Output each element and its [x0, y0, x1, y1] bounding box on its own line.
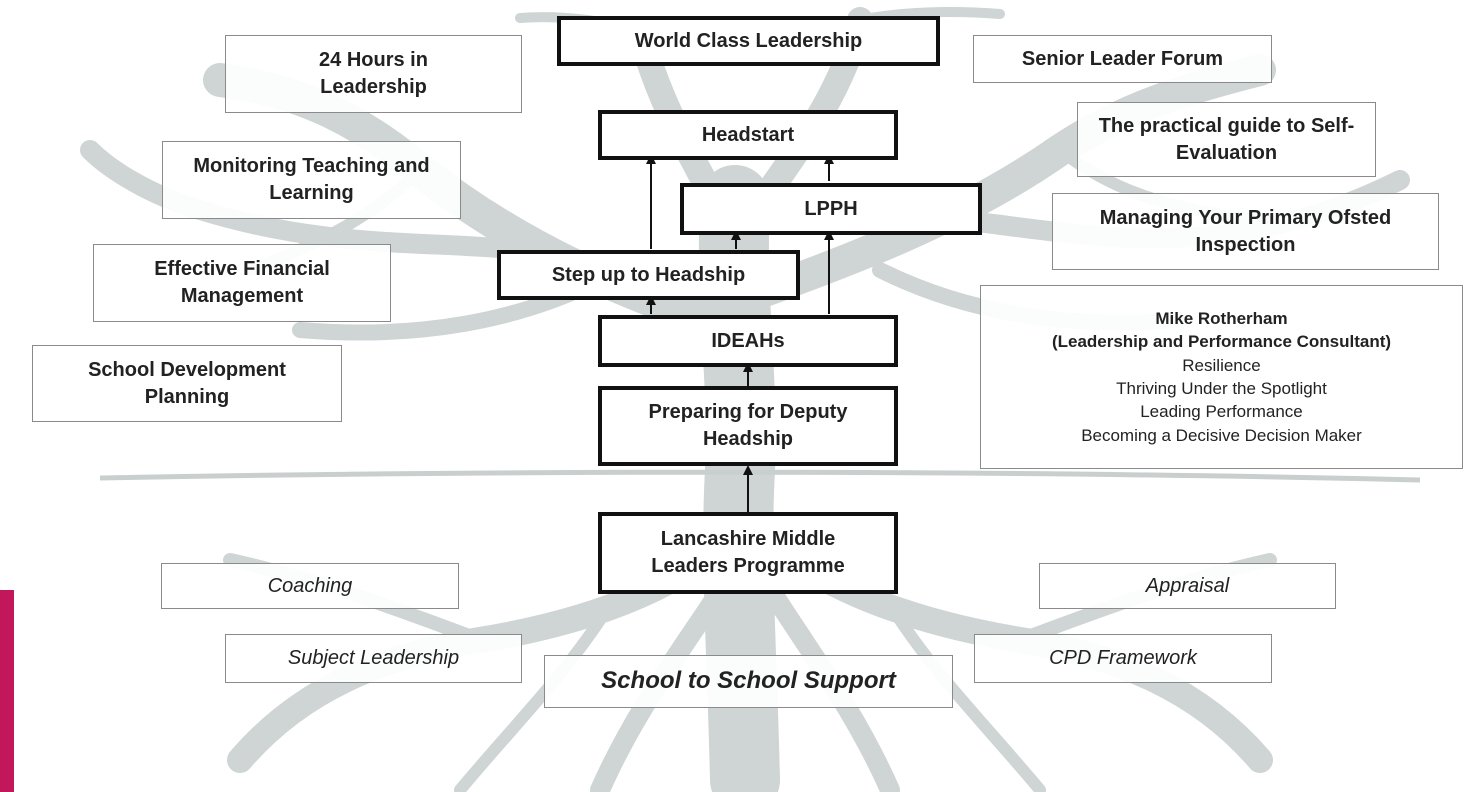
24-hours-in-leadership-label: 24 Hours in Leadership: [319, 49, 428, 98]
school-development-planning-box: School Development Planning: [32, 345, 342, 422]
step-up-to-headship-label: Step up to Headship: [551, 263, 746, 286]
monitoring-teaching-box: Monitoring Teaching and Learning: [162, 141, 461, 219]
headstart-box: Headstart: [598, 110, 898, 160]
preparing-for-deputy-headship-label: Preparing for Deputy Headship: [648, 401, 848, 450]
lpph-box: LPPH: [680, 183, 982, 235]
step-up-to-headship-box: Step up to Headship: [497, 250, 800, 300]
lancashire-middle-leaders-box: Lancashire Middle Leaders Programme: [598, 512, 898, 594]
preparing-for-deputy-headship-box: Preparing for Deputy Headship: [598, 386, 898, 466]
appraisal-label: Appraisal: [1145, 574, 1230, 597]
school-to-school-support-label: School to School Support: [601, 667, 896, 695]
coaching-box: Coaching: [161, 563, 459, 609]
senior-leader-forum-box: Senior Leader Forum: [973, 35, 1272, 83]
headstart-label: Headstart: [701, 123, 795, 146]
subject-leadership-box: Subject Leadership: [225, 634, 522, 683]
world-class-leadership-label: World Class Leadership: [634, 29, 863, 52]
ofsted-inspection-label: Managing Your Primary Ofsted Inspection: [1099, 206, 1392, 256]
cpd-framework-label: CPD Framework: [1049, 647, 1197, 669]
coaching-label: Coaching: [267, 574, 353, 597]
lpph-label: LPPH: [804, 197, 858, 220]
effective-financial-management-label: Effective Financial Management: [154, 258, 330, 307]
senior-leader-forum-label: Senior Leader Forum: [1021, 47, 1224, 70]
mike-item: Resilience: [1182, 355, 1261, 375]
mike-item: Leading Performance: [1140, 402, 1303, 422]
world-class-leadership-box: World Class Leadership: [557, 16, 940, 66]
lancashire-middle-leaders-label: Lancashire Middle Leaders Programme: [651, 528, 845, 577]
ideahs-label: IDEAHs: [711, 329, 785, 352]
school-development-planning-label: School Development Planning: [88, 358, 286, 408]
subject-leadership-label: Subject Leadership: [287, 647, 460, 669]
24-hours-in-leadership-box: 24 Hours in Leadership: [225, 35, 522, 113]
mike-rotherham-box: Mike Rotherham (Leadership and Performan…: [980, 285, 1463, 469]
mike-name: Mike Rotherham: [1155, 308, 1288, 328]
mike-item: Thriving Under the Spotlight: [1116, 379, 1327, 398]
mike-role: (Leadership and Performance Consultant): [1051, 332, 1392, 352]
monitoring-teaching-label: Monitoring Teaching and Learning: [193, 155, 430, 204]
school-to-school-support-box: School to School Support: [544, 655, 953, 708]
mike-item: Becoming a Decisive Decision Maker: [1081, 425, 1362, 445]
self-evaluation-guide-label: The practical guide to Self-Evaluation: [1098, 114, 1355, 164]
ideahs-box: IDEAHs: [598, 315, 898, 367]
self-evaluation-guide-box: The practical guide to Self-Evaluation: [1077, 102, 1376, 177]
appraisal-box: Appraisal: [1039, 563, 1336, 609]
ofsted-inspection-box: Managing Your Primary Ofsted Inspection: [1052, 193, 1439, 270]
effective-financial-management-box: Effective Financial Management: [93, 244, 391, 322]
cpd-framework-box: CPD Framework: [974, 634, 1272, 683]
